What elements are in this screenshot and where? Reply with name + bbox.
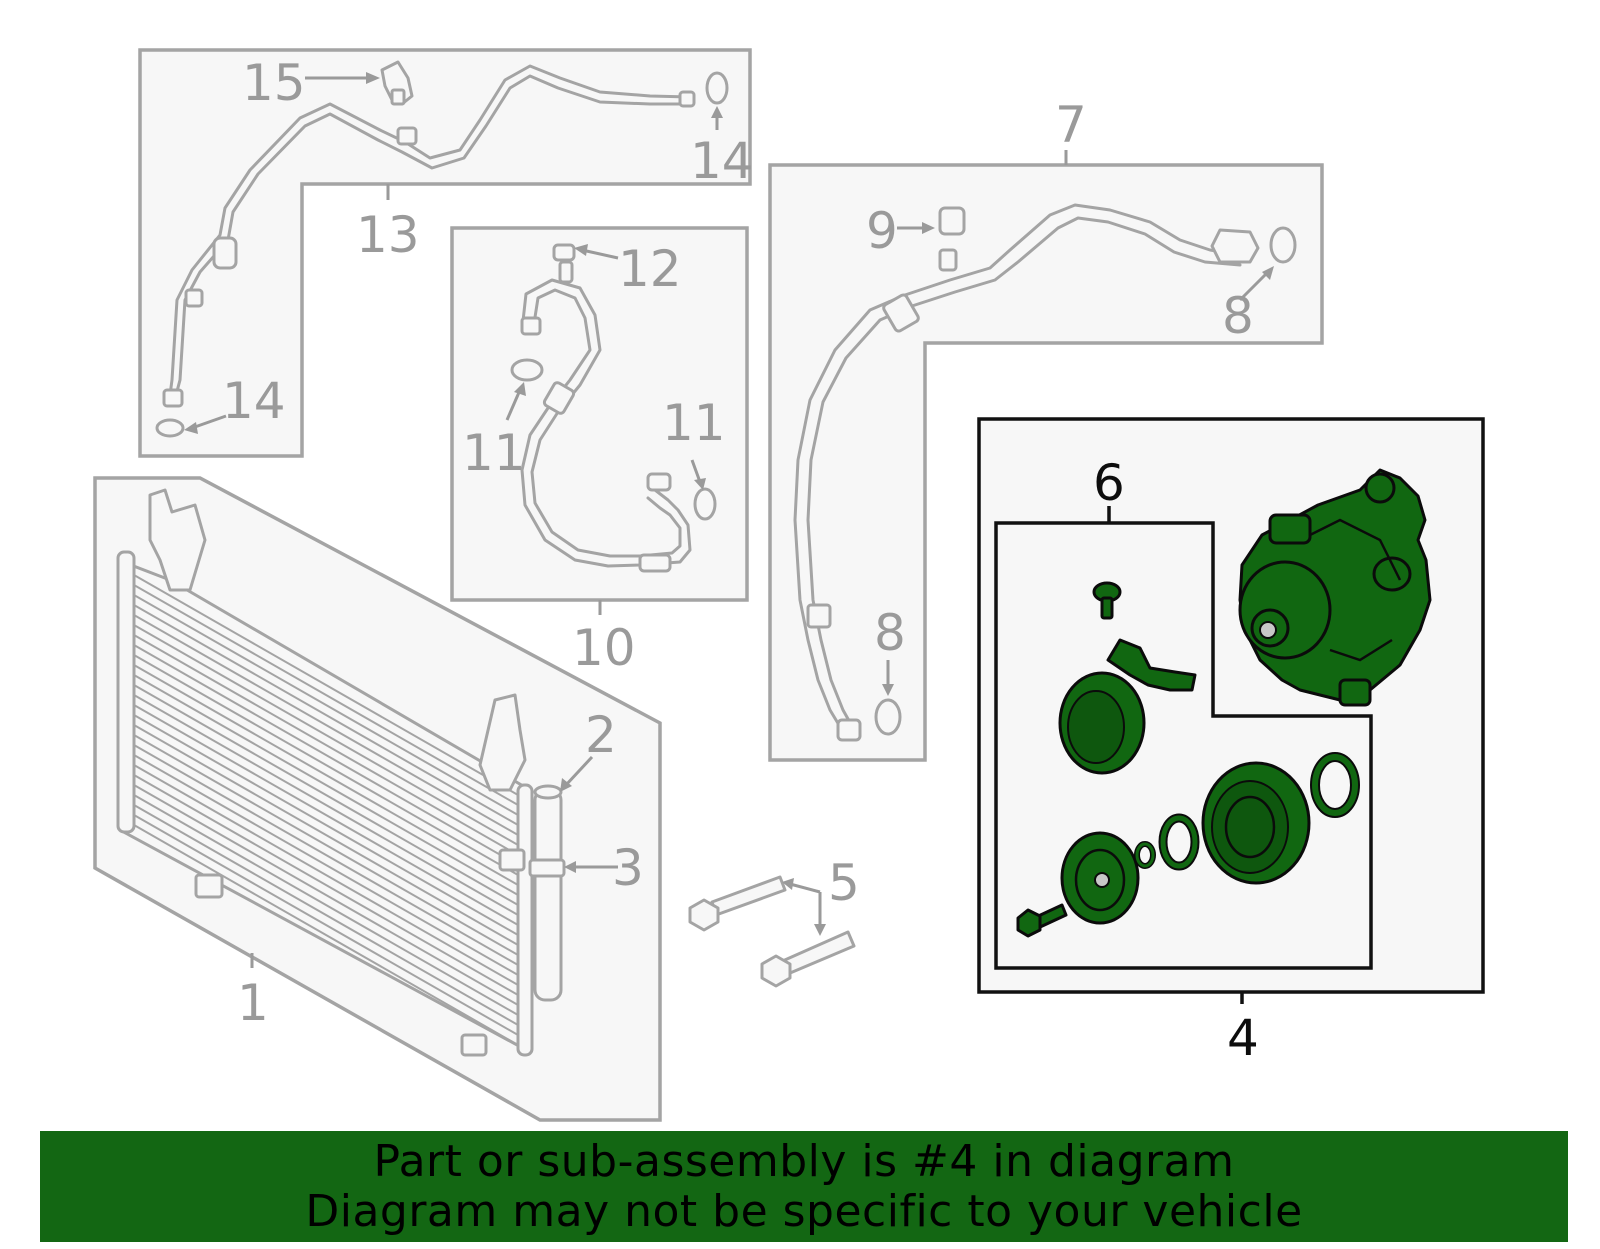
- condenser-fin: [133, 604, 519, 826]
- condenser-fin: [133, 614, 519, 836]
- panel-7-suction-hose: 7 9 8 8: [768, 96, 1324, 762]
- o-ring-14-bottom: [155, 418, 185, 438]
- condenser-fin: [133, 654, 519, 876]
- condenser-fin: [133, 594, 519, 816]
- callout-6: 6: [1093, 454, 1125, 512]
- panel-1-condenser: 1 2 3: [93, 476, 662, 1122]
- condenser-fin: [133, 704, 519, 926]
- condenser-fin: [133, 814, 519, 1036]
- condenser-fins: [133, 574, 519, 1046]
- bolts-5: 5: [688, 854, 860, 988]
- condenser-fin: [133, 584, 519, 806]
- callout-2: 2: [585, 706, 617, 764]
- callout-14-bottom: 14: [222, 372, 286, 430]
- condenser-fin: [133, 754, 519, 976]
- snap-ring-large: [1310, 752, 1360, 818]
- notice-banner: Part or sub-assembly is #4 in diagram Di…: [40, 1131, 1568, 1242]
- condenser-fin: [133, 574, 519, 796]
- banner-line-1: Part or sub-assembly is #4 in diagram: [373, 1135, 1235, 1187]
- condenser-fin: [133, 784, 519, 1006]
- center-bolt: [1016, 903, 1068, 938]
- condenser-fin: [133, 684, 519, 906]
- condenser-fin: [133, 804, 519, 1026]
- callout-1: 1: [237, 974, 269, 1032]
- callout-9: 9: [866, 202, 898, 260]
- condenser-fin: [133, 774, 519, 996]
- callout-10: 10: [572, 619, 636, 677]
- armature-plate: [1060, 831, 1140, 925]
- condenser-fin: [133, 794, 519, 1016]
- condenser-fin: [133, 664, 519, 886]
- condenser-fin: [133, 734, 519, 956]
- o-ring-11-left: [510, 358, 544, 382]
- panel-10-liquid-line: 12 11 11 10: [450, 226, 749, 677]
- o-ring-14-top: [705, 71, 729, 105]
- condenser-fin: [133, 694, 519, 916]
- condenser-fin: [133, 714, 519, 936]
- clutch-screw: [1092, 581, 1122, 620]
- callout-5: 5: [828, 854, 860, 912]
- cap-9: [938, 206, 966, 236]
- pressure-sensor-15: [380, 60, 414, 106]
- condenser-fin: [133, 764, 519, 986]
- condenser-fin: [133, 744, 519, 966]
- pulley: [1201, 761, 1311, 885]
- o-ring-8-bottom: [874, 698, 902, 736]
- condenser-fin: [133, 674, 519, 896]
- callout-13: 13: [356, 206, 420, 264]
- shim-and-snap-ring: [1134, 813, 1200, 871]
- callout-8-top: 8: [1222, 287, 1254, 345]
- condenser-fin: [133, 824, 519, 1046]
- callout-8-bottom: 8: [874, 604, 906, 662]
- panel-4-compressor-assembly: 6 4: [977, 417, 1485, 1067]
- condenser-fin: [133, 624, 519, 846]
- condenser-fin: [133, 724, 519, 946]
- callout-15: 15: [242, 54, 306, 112]
- callout-4: 4: [1227, 1009, 1259, 1067]
- condenser-fin: [133, 634, 519, 856]
- callout-11-right: 11: [662, 394, 726, 452]
- panel-13-discharge-hose: 15 14 14 13: [138, 48, 754, 458]
- banner-line-2: Diagram may not be specific to your vehi…: [305, 1185, 1303, 1237]
- field-coil: [1058, 638, 1197, 775]
- o-ring-8-top: [1269, 226, 1297, 264]
- callout-12: 12: [618, 240, 682, 298]
- callout-7: 7: [1055, 96, 1087, 154]
- condenser-fin: [133, 644, 519, 866]
- callout-3: 3: [612, 839, 644, 897]
- callout-11-left: 11: [462, 424, 526, 482]
- compressor-body: [1238, 468, 1432, 707]
- o-ring-11-right: [693, 487, 717, 521]
- callout-14-top: 14: [690, 132, 754, 190]
